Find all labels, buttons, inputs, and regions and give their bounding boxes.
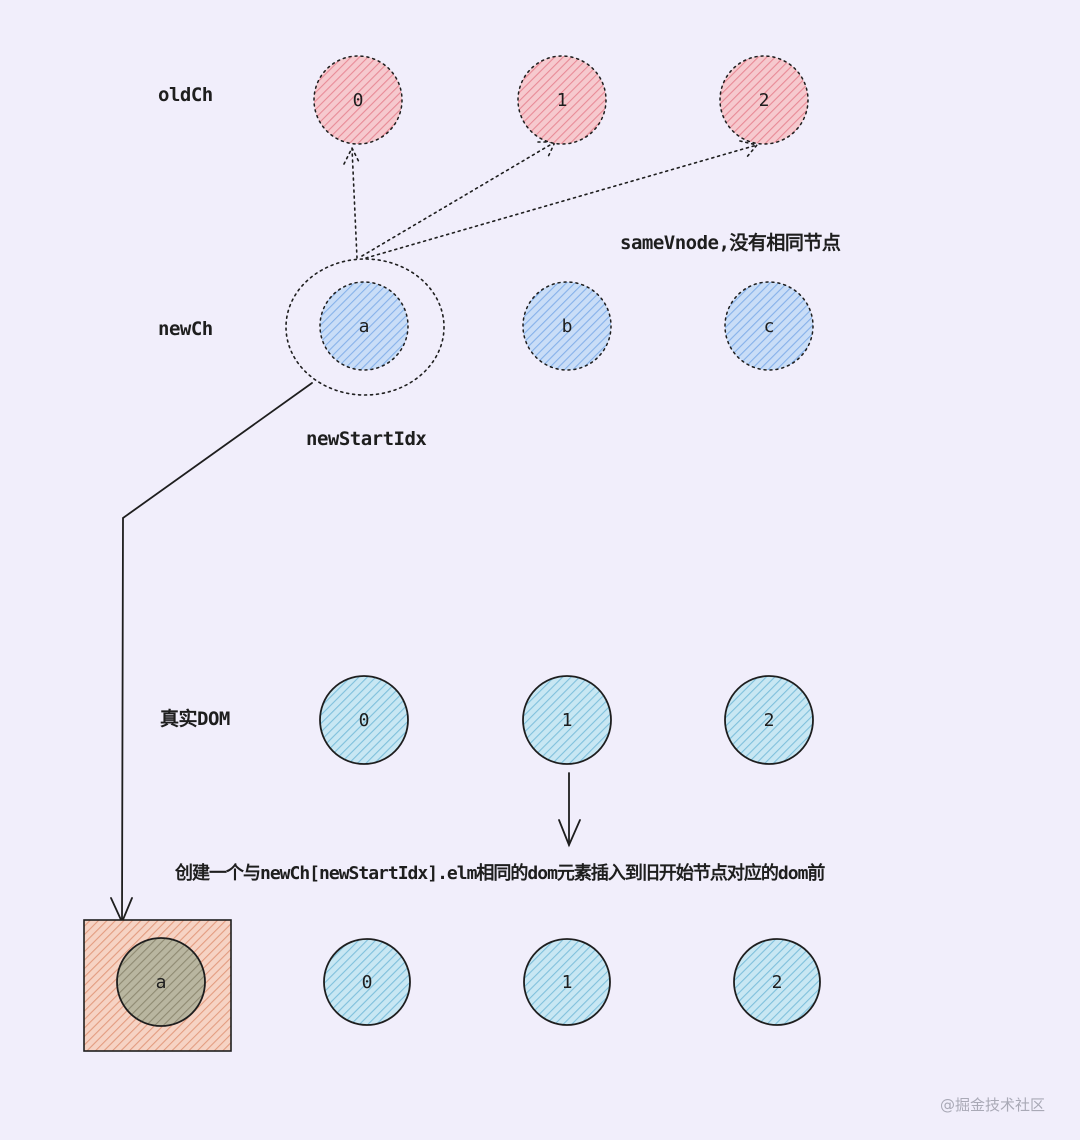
new-children-label: newCh <box>158 318 213 340</box>
new-node-0-circle <box>319 281 409 371</box>
dom-node-1: 1 <box>522 675 612 765</box>
new-start-idx-label: newStartIdx <box>306 428 427 450</box>
result-node-3-label: 2 <box>772 972 783 993</box>
result-node-3-circle <box>733 938 821 1026</box>
compare-arrow-0 <box>343 146 361 259</box>
result-node-2-circle <box>523 938 611 1026</box>
dom-node-1-label: 1 <box>562 710 573 731</box>
new-node-0-label: a <box>359 316 370 337</box>
old-node-0-label: 0 <box>353 90 364 111</box>
result-node-2: 1 <box>523 938 611 1026</box>
old-node-0-circle <box>313 55 403 145</box>
old-node-2: 2 <box>719 55 809 145</box>
result-node-1-circle <box>323 938 411 1026</box>
result-node-2-label: 1 <box>562 972 573 993</box>
result-node-0: a <box>116 937 206 1027</box>
result-node-0-circle <box>116 937 206 1027</box>
new-node-1-circle <box>522 281 612 371</box>
compare-arrow-2 <box>365 140 759 259</box>
dom-node-0: 0 <box>319 675 409 765</box>
new-node-0: a <box>319 281 409 371</box>
old-node-1: 1 <box>517 55 607 145</box>
new-node-1: b <box>522 281 612 371</box>
dom-node-1-circle <box>522 675 612 765</box>
old-node-1-circle <box>517 55 607 145</box>
same-vnode-note: sameVnode,没有相同节点 <box>620 232 841 254</box>
insert-arrow <box>110 382 313 925</box>
new-node-2-label: c <box>764 316 775 337</box>
dom-node-0-label: 0 <box>359 710 370 731</box>
dom-node-2-label: 2 <box>764 710 775 731</box>
new-start-idx-ring <box>285 258 445 396</box>
result-node-1: 0 <box>323 938 411 1026</box>
action-note: 创建一个与newCh[newStartIdx].elm相同的dom元素插入到旧开… <box>175 863 825 884</box>
dom-node-0-circle <box>319 675 409 765</box>
new-node-1-label: b <box>562 316 573 337</box>
new-node-2-circle <box>724 281 814 371</box>
new-node-2: c <box>724 281 814 371</box>
compare-arrow-1 <box>361 141 557 257</box>
old-node-0: 0 <box>313 55 403 145</box>
old-node-1-label: 1 <box>557 90 568 111</box>
dom-node-2: 2 <box>724 675 814 765</box>
old-node-2-label: 2 <box>759 90 770 111</box>
result-node-3: 2 <box>733 938 821 1026</box>
dom-node-2-circle <box>724 675 814 765</box>
result-node-1-label: 0 <box>362 972 373 993</box>
real-dom-label: 真实DOM <box>160 708 230 730</box>
old-children-label: oldCh <box>158 84 213 106</box>
down-arrow <box>558 772 581 848</box>
watermark: @掘金技术社区 <box>940 1096 1046 1114</box>
old-node-2-circle <box>719 55 809 145</box>
result-node-0-label: a <box>156 972 167 993</box>
